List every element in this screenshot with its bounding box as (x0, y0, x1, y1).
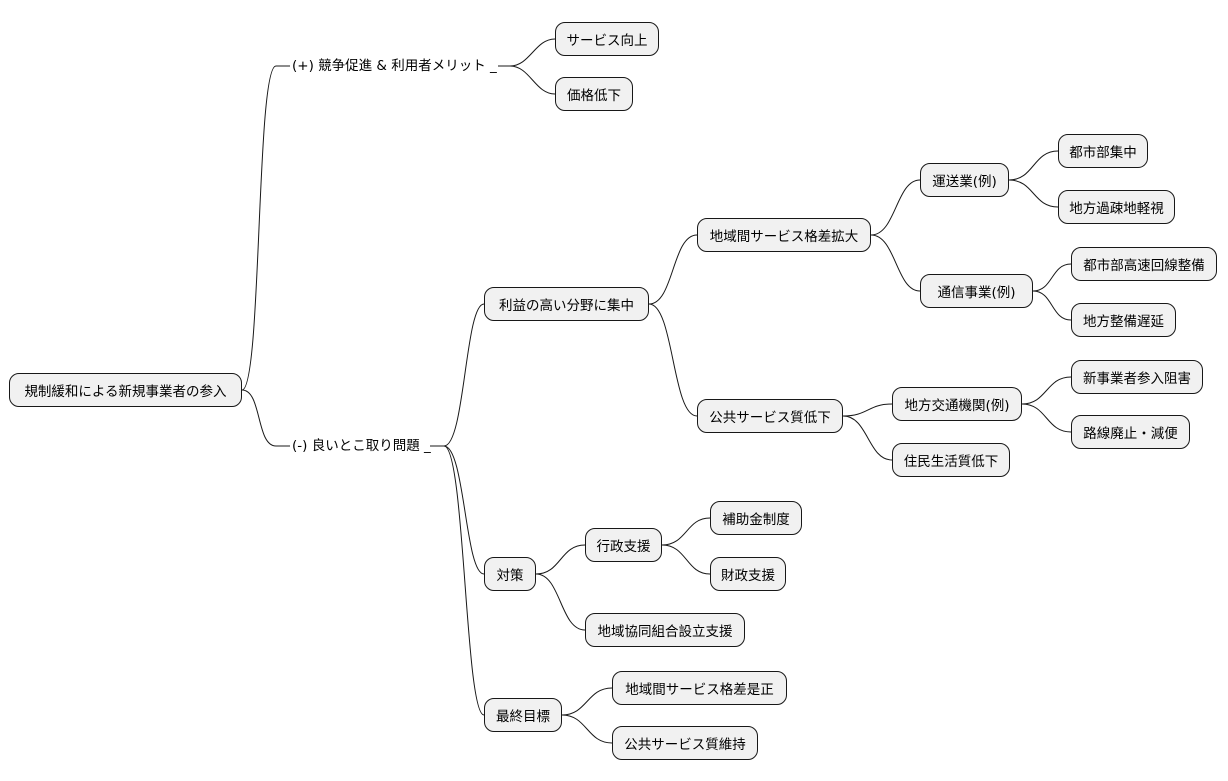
urban-broadband-node: 都市部高速回線整備 (1071, 247, 1217, 281)
rural-neglect-node: 地方過疎地軽視 (1058, 190, 1175, 224)
urban-concentration-node: 都市部集中 (1058, 134, 1148, 168)
profit-focus-node: 利益の高い分野に集中 (484, 287, 649, 321)
regional-gap-correction-node: 地域間サービス格差是正 (612, 671, 787, 705)
resident-quality-node: 住民生活質低下 (892, 443, 1010, 477)
entry-barrier-node: 新事業者参入阻害 (1071, 360, 1203, 394)
financial-support-node: 財政支援 (710, 557, 786, 591)
root-node: 規制緩和による新規事業者の参入 (9, 373, 242, 407)
price-decrease-node: 価格低下 (555, 77, 633, 111)
quality-decline-node: 公共サービス質低下 (697, 399, 843, 433)
local-transport-example-node: 地方交通機関(例) (892, 387, 1022, 421)
positive-branch-label: (+) 競争促進 & 利用者メリット _ (292, 58, 497, 74)
admin-support-node: 行政支援 (585, 528, 662, 562)
negative-branch-label: (-) 良いとこ取り問題 _ (292, 438, 431, 454)
route-cut-node: 路線廃止・減便 (1071, 415, 1190, 449)
public-service-quality-node: 公共サービス質維持 (612, 726, 758, 760)
rural-delay-node: 地方整備遅延 (1071, 303, 1176, 337)
service-improvement-node: サービス向上 (555, 22, 659, 56)
goals-node: 最終目標 (484, 698, 562, 732)
measures-node: 対策 (484, 557, 536, 591)
regional-gap-node: 地域間サービス格差拡大 (697, 218, 871, 252)
telecom-example-node: 通信事業(例) (920, 274, 1033, 308)
transport-example-node: 運送業(例) (920, 163, 1009, 197)
cooperative-support-node: 地域協同組合設立支援 (585, 613, 745, 647)
subsidy-node: 補助金制度 (710, 501, 802, 535)
